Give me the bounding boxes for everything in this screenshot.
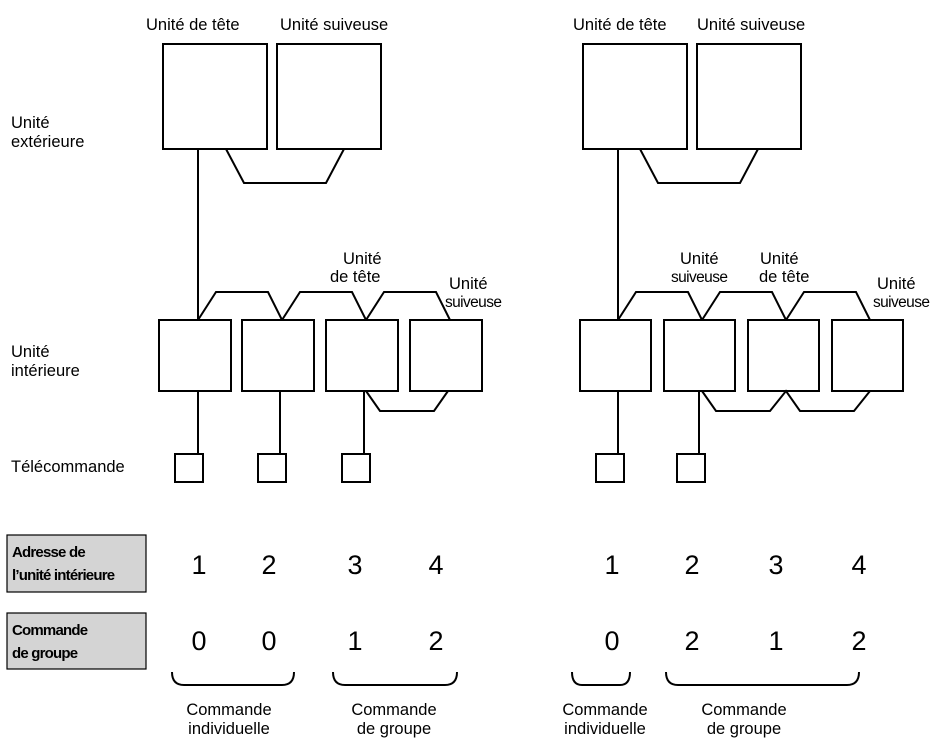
right-indoor-unit-1 (579, 319, 652, 392)
right-caption-group-line1: Commande (701, 701, 786, 719)
left-indoor-follower-tag-line1: Unité (449, 275, 488, 293)
left-group-1: 0 (191, 626, 206, 656)
right-system: Unité de tête Unité suiveuse Unité suive… (562, 16, 930, 738)
right-indoor-unit-4 (831, 319, 904, 392)
left-outdoor-head-unit (162, 43, 268, 150)
left-remote-control-1 (174, 453, 204, 483)
right-indoor-unit-3 (747, 319, 820, 392)
left-indoor-follower-tag-line2: suiveuse (445, 294, 501, 311)
address-header-box (6, 534, 147, 593)
left-system: Unité de tête Unité suiveuse Unité de tê… (146, 16, 502, 738)
right-caption-group-line2: de groupe (707, 720, 781, 738)
left-caption-individual-line1: Commande (186, 701, 271, 719)
remote-control-label: Télécommande (11, 458, 125, 476)
left-address-2: 2 (261, 550, 276, 580)
right-group-brace (665, 671, 860, 686)
left-remote-control-2 (257, 453, 287, 483)
left-individual-brace (171, 671, 295, 686)
right-indoor-unit-2 (663, 319, 736, 392)
left-group-link-wire (365, 390, 449, 412)
address-header-line1: Adresse de (12, 544, 85, 561)
left-indoor-unit-2 (241, 319, 315, 392)
right-group-4: 2 (851, 626, 866, 656)
left-group-3: 1 (347, 626, 362, 656)
group-header-box (6, 612, 147, 670)
left-remote-control-3 (341, 453, 371, 483)
left-indoor-head-tag-line1: Unité (343, 250, 382, 268)
left-group-brace (332, 671, 458, 686)
left-outdoor-head-label: Unité de tête (146, 16, 240, 34)
indoor-unit-label-line2: intérieure (11, 362, 80, 380)
right-indoor-follower1-tag-line1: Unité (680, 250, 719, 268)
left-address-4: 4 (428, 550, 443, 580)
right-remote-control-1 (595, 453, 625, 483)
left-indoor-chain-wire (197, 291, 451, 323)
right-group-1: 0 (604, 626, 619, 656)
indoor-unit-label-line1: Unité (11, 343, 50, 361)
right-address-1: 1 (604, 550, 619, 580)
right-outdoor-follower-unit (696, 43, 802, 150)
right-group-2: 2 (684, 626, 699, 656)
address-header-line2: l’unité intérieure (12, 567, 115, 584)
right-caption-individual-line2: individuelle (564, 720, 646, 738)
right-indoor-head-tag-line2: de tête (759, 268, 809, 286)
left-indoor-unit-3 (325, 319, 399, 392)
right-group-link-wire (701, 389, 871, 412)
left-group-2: 0 (261, 626, 276, 656)
right-outdoor-link-wire (639, 148, 759, 184)
left-address-3: 3 (347, 550, 362, 580)
left-caption-group-line2: de groupe (357, 720, 431, 738)
right-outdoor-follower-label: Unité suiveuse (697, 16, 805, 34)
group-header-line1: Commande (12, 622, 88, 639)
left-outdoor-link-wire (225, 148, 345, 184)
left-indoor-unit-1 (158, 319, 232, 392)
right-address-2: 2 (684, 550, 699, 580)
left-caption-group-line1: Commande (351, 701, 436, 719)
group-header-line2: de groupe (12, 645, 78, 662)
outdoor-unit-label-line2: extérieure (11, 133, 84, 151)
right-outdoor-head-unit (582, 43, 688, 150)
right-address-3: 3 (768, 550, 783, 580)
right-indoor-follower1-tag-line2: suiveuse (671, 269, 727, 286)
right-caption-individual-line1: Commande (562, 701, 647, 719)
right-individual-brace (571, 671, 631, 686)
left-caption-individual-line2: individuelle (188, 720, 270, 738)
left-indoor-head-tag-line2: de tête (330, 268, 380, 286)
left-group-4: 2 (428, 626, 443, 656)
right-indoor-follower2-tag-line1: Unité (877, 275, 916, 293)
left-address-1: 1 (191, 550, 206, 580)
right-indoor-chain-wire (617, 291, 871, 323)
right-indoor-follower2-tag-line2: suiveuse (873, 294, 929, 311)
right-address-4: 4 (851, 550, 866, 580)
right-remote-control-2 (676, 453, 706, 483)
right-group-3: 1 (768, 626, 783, 656)
right-indoor-head-tag-line1: Unité (760, 250, 799, 268)
left-outdoor-follower-unit (276, 43, 382, 150)
outdoor-unit-label-line1: Unité (11, 114, 50, 132)
left-indoor-unit-4 (409, 319, 483, 392)
left-outdoor-follower-label: Unité suiveuse (280, 16, 388, 34)
right-outdoor-head-label: Unité de tête (573, 16, 667, 34)
